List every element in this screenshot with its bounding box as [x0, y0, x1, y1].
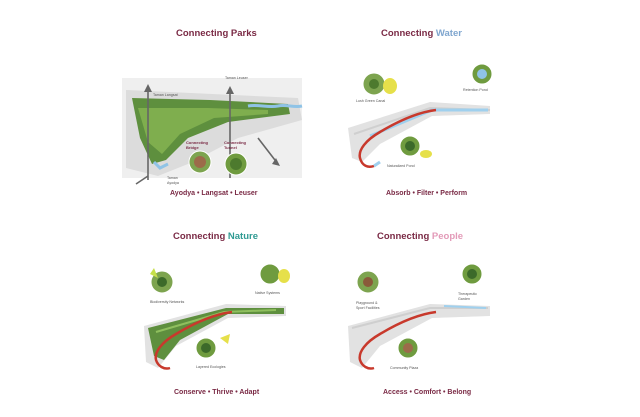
nature-map: [144, 263, 290, 370]
label-biodiversity-networks: Biodiversity Networks: [150, 300, 185, 304]
label-therapeutic-garden: Therapeutic Garden: [458, 292, 477, 301]
label-taman-ayodya: Taman Ayodya: [167, 176, 179, 185]
label-connecting-bridge: Connecting Bridge: [186, 140, 208, 150]
label-lush-green-canal: Lush Green Canal: [356, 99, 386, 103]
panel-title-people: Connecting People: [377, 231, 463, 242]
label-playground-sport: Playground & Sport Facilities: [356, 301, 380, 310]
label-naturalized-pond: Naturalized Pond: [387, 164, 415, 168]
caption-parks: Ayodya • Langsat • Leuser: [170, 190, 258, 197]
title-accent: Parks: [230, 28, 257, 39]
title-accent: Nature: [227, 231, 258, 242]
caption-water: Absorb • Filter • Perform: [386, 190, 468, 197]
caption-nature: Conserve • Thrive • Adapt: [174, 389, 260, 396]
title-main: Connecting: [173, 231, 226, 242]
title-accent: People: [431, 231, 464, 242]
label-taman-langsat: Taman Langsat: [153, 93, 178, 97]
panel-title-parks: Connecting Parks: [176, 28, 257, 39]
label-community-plaza: Community Plaza: [390, 366, 419, 370]
label-taman-leuser: Taman Leuser: [225, 76, 248, 80]
panel-title-nature: Connecting Nature: [173, 231, 258, 242]
label-connecting-tunnel: Connecting Tunnel: [224, 140, 246, 150]
water-map: [348, 63, 493, 168]
label-layered-ecologies: Layered Ecologies: [196, 365, 226, 369]
label-retention-pond: Retention Pond: [463, 88, 488, 92]
title-accent: Water: [435, 28, 462, 39]
panel-title-water: Connecting Water: [381, 28, 462, 39]
label-native-systems: Native Systems: [255, 291, 280, 295]
people-map: [348, 263, 490, 370]
title-main: Connecting: [377, 231, 430, 242]
title-main: Connecting: [381, 28, 434, 39]
caption-people: Access • Comfort • Belong: [383, 389, 472, 396]
parks-map: [122, 78, 303, 185]
title-main: Connecting: [176, 28, 229, 39]
